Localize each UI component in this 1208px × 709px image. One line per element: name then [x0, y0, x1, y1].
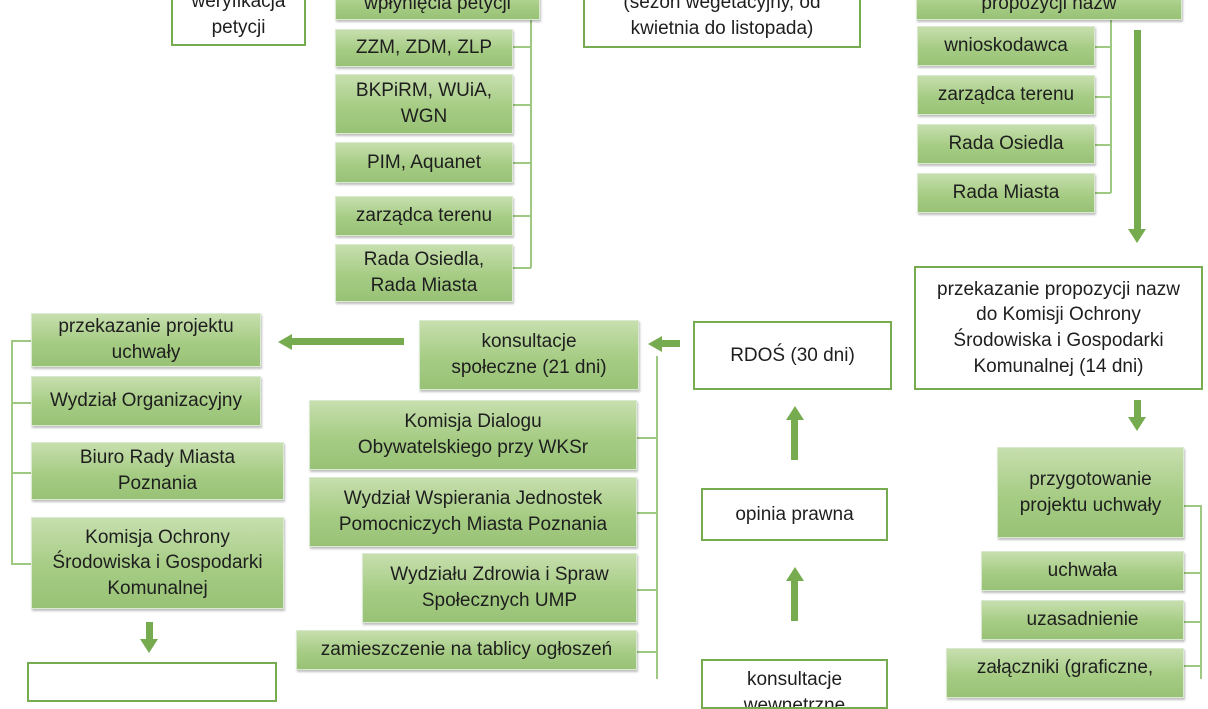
- rada-miasta: Rada Miasta: [917, 173, 1095, 213]
- tick: [637, 437, 657, 439]
- tick: [1094, 144, 1111, 146]
- tick: [1184, 621, 1201, 623]
- przygotowanie-projektu-uchwaly: przygotowanie projektu uchwały: [997, 447, 1184, 538]
- uchwala: uchwała: [981, 551, 1184, 591]
- flowchart: weryfikacja petycji wpłynięcia petycji (…: [11, 0, 1203, 709]
- konsultacje-spoleczne: konsultacje społeczne (21 dni): [419, 320, 639, 390]
- rada-osiedla-rada-miasta: Rada Osiedla, Rada Miasta: [335, 244, 513, 302]
- tick: [1094, 96, 1111, 98]
- bracket-far-left: [11, 340, 13, 564]
- przekazanie-projektu-uchwaly: przekazanie projektu uchwały: [31, 313, 261, 367]
- zarzadca-terenu-left: zarządca terenu: [335, 196, 513, 236]
- arrow-down-icon: [1128, 417, 1146, 431]
- tick: [1184, 665, 1201, 667]
- wplyniecie-petycji: wpłynięcia petycji: [335, 0, 540, 20]
- arrow-down-shaft: [146, 622, 153, 640]
- sezon-wegetacyjny: (sezon wegetacyjny, od kwietnia do listo…: [583, 0, 861, 48]
- zzm-zdm-zlp: ZZM, ZDM, ZLP: [335, 29, 513, 67]
- uzasadnienie: uzasadnienie: [981, 600, 1184, 640]
- opinia-prawna: opinia prawna: [701, 488, 888, 541]
- wydzial-zdrowia: Wydziału Zdrowia i Spraw Społecznych UMP: [362, 553, 637, 623]
- arrow-down-icon: [1128, 229, 1146, 243]
- tick: [512, 215, 531, 217]
- arrow-down-right-shaft: [1134, 30, 1141, 230]
- tick: [1184, 505, 1201, 507]
- arrow-down-icon: [140, 639, 158, 653]
- bracket-middle: [656, 356, 658, 679]
- tick: [512, 104, 531, 106]
- tick: [512, 162, 531, 164]
- arrow-left-icon: [648, 336, 662, 352]
- tick: [637, 589, 657, 591]
- zarzadca-terenu-right: zarządca terenu: [917, 75, 1095, 115]
- rada-osiedla: Rada Osiedla: [917, 124, 1095, 164]
- arrow-down-shaft: [1134, 400, 1141, 418]
- bracket-right-lower: [1200, 505, 1202, 679]
- arrow-left-shaft: [292, 338, 404, 345]
- arrow-up-icon: [786, 567, 804, 581]
- wydzial-organizacyjny: Wydział Organizacyjny: [31, 376, 261, 426]
- arrow-left-shaft: [662, 340, 680, 347]
- arrow-left-icon: [278, 334, 292, 350]
- tick: [1094, 192, 1111, 194]
- arrow-up-icon: [786, 406, 804, 420]
- propozycji-nazw: propozycji nazw: [916, 0, 1182, 20]
- komisja-ochrony-srodowiska: Komisja Ochrony Środowiska i Gospodarki …: [31, 517, 284, 609]
- weryfikacja-petycji: weryfikacja petycji: [171, 0, 306, 46]
- tick: [637, 651, 657, 653]
- komisja-dialogu-obywatelskiego: Komisja Dialogu Obywatelskiego przy WKSr: [309, 400, 637, 470]
- arrow-up-shaft: [791, 419, 798, 460]
- zamieszczenie-na-tablicy: zamieszczenie na tablicy ogłoszeń: [296, 630, 637, 670]
- arrow-up-shaft: [791, 580, 798, 621]
- biuro-rady-miasta: Biuro Rady Miasta Poznania: [31, 442, 284, 500]
- bottom-middle-box: konsultacje wewnętrzne: [701, 659, 888, 709]
- tick: [11, 340, 31, 342]
- pim-aquanet: PIM, Aquanet: [335, 142, 513, 183]
- tick: [1094, 46, 1111, 48]
- tick: [637, 512, 657, 514]
- tick: [11, 402, 31, 404]
- zalaczniki: załączniki (graficzne,: [946, 648, 1184, 698]
- tick: [512, 267, 531, 269]
- tick: [11, 472, 31, 474]
- rdos: RDOŚ (30 dni): [693, 321, 892, 390]
- wnioskodawca: wnioskodawca: [917, 26, 1095, 66]
- bottom-left-box: [27, 662, 277, 702]
- bracket-right-upper: [1110, 20, 1112, 193]
- tick: [11, 563, 31, 565]
- bkpirm-wuia-wgn: BKPiRM, WUiA, WGN: [335, 74, 513, 134]
- przekazanie-propozycji-nazw: przekazanie propozycji nazw do Komisji O…: [914, 266, 1203, 390]
- tick: [512, 46, 531, 48]
- tick: [1184, 572, 1201, 574]
- wydzial-wspierania: Wydział Wspierania Jednostek Pomocniczyc…: [309, 477, 637, 547]
- bracket-left-upper: [530, 20, 532, 268]
